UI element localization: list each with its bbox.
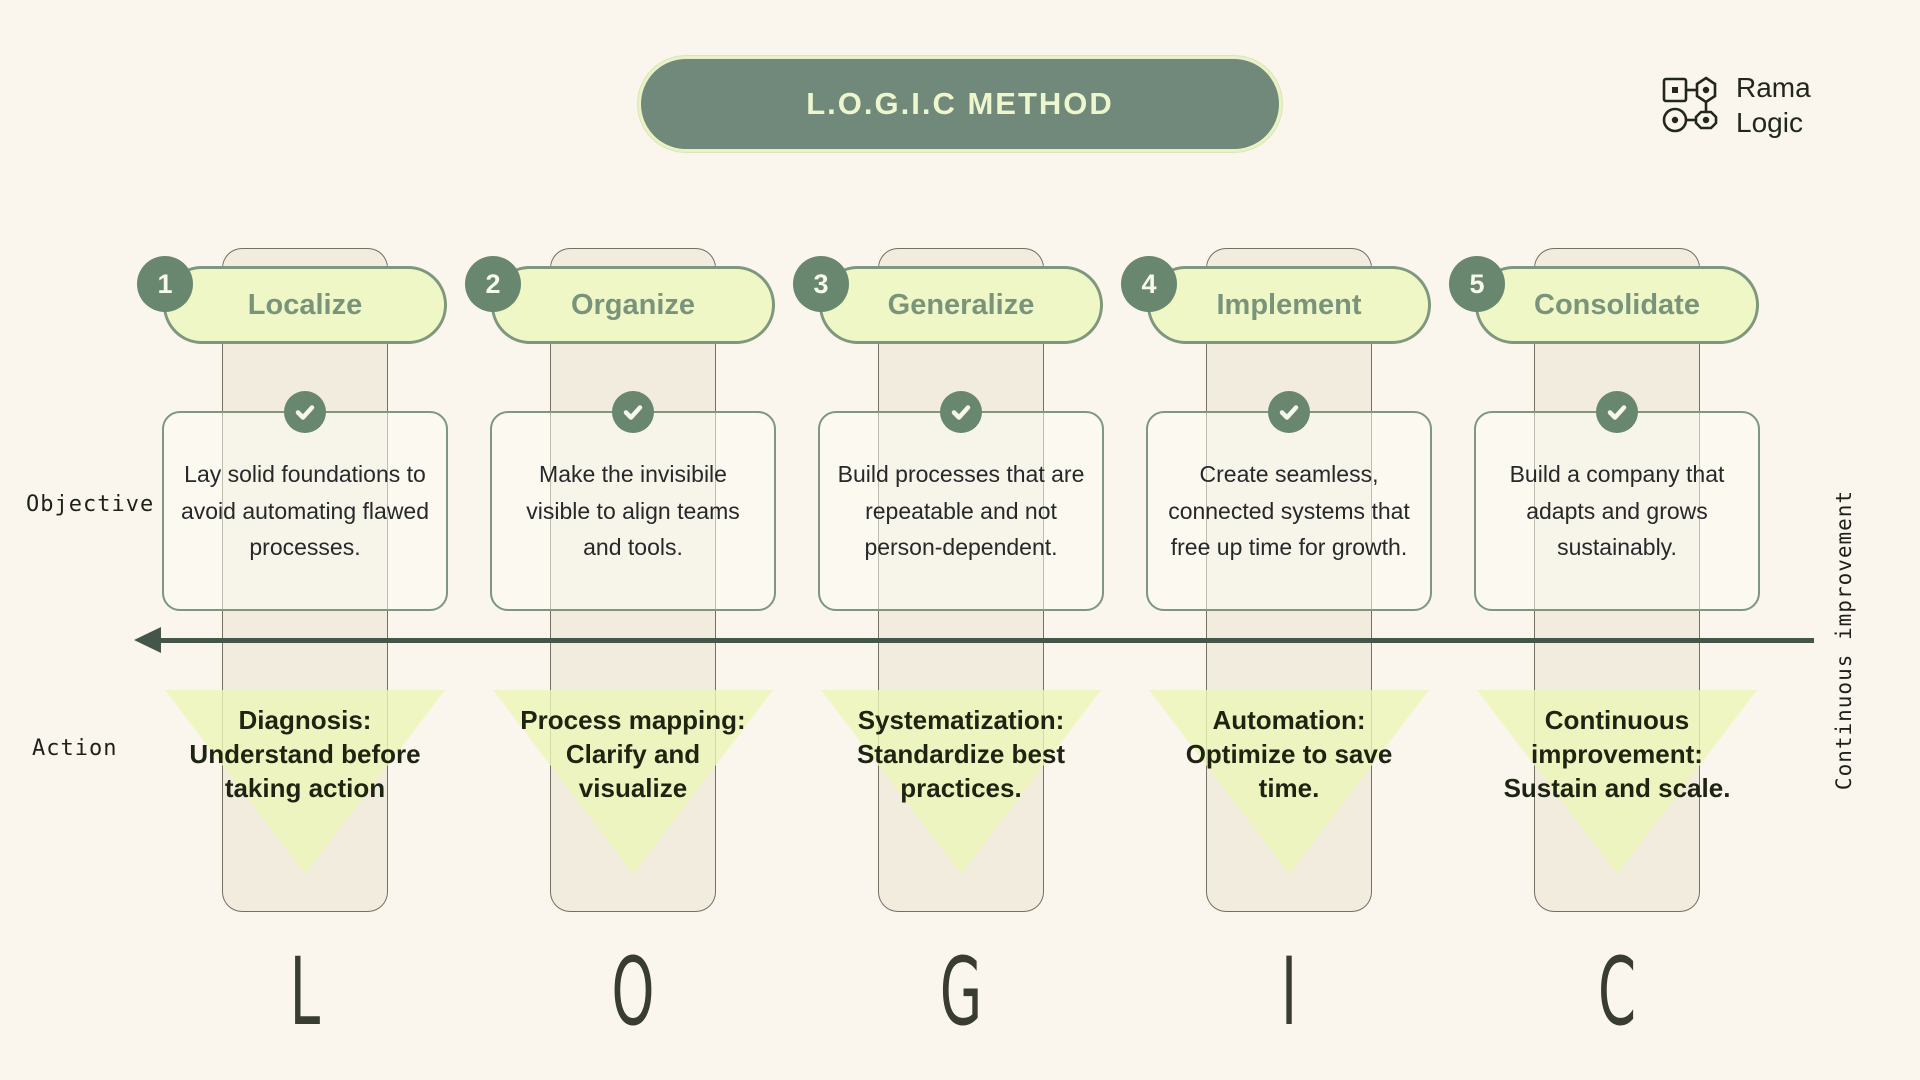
action-text: Continuous improvement: Sustain and scal…	[1503, 705, 1731, 803]
check-icon	[1596, 391, 1638, 433]
step-number-badge: 5	[1449, 256, 1505, 312]
step-name-pill: Generalize	[819, 266, 1103, 344]
brand-logo: Rama Logic	[1660, 70, 1811, 140]
action-text: Diagnosis: Understand before taking acti…	[189, 705, 421, 803]
check-icon	[1268, 391, 1310, 433]
step-name: Generalize	[887, 288, 1035, 321]
step-name-pill: Localize	[163, 266, 447, 344]
objective-row-label: Objective	[26, 492, 155, 517]
step-name: Implement	[1216, 288, 1362, 321]
action-row-label: Action	[32, 736, 118, 761]
column-letter: O	[611, 938, 655, 1047]
method-column-localize: Localize 1 Lay solid foundations to avoi…	[137, 248, 469, 1048]
step-name-pill: Organize	[491, 266, 775, 344]
action-text: Process mapping: Clarify and visualize	[520, 705, 746, 803]
column-letter: I	[1280, 938, 1298, 1047]
step-name: Localize	[247, 288, 363, 321]
method-column-implement: Implement 4 Create seamless, connected s…	[1121, 248, 1453, 1048]
check-icon	[612, 391, 654, 433]
objective-card: Build a company that adapts and grows su…	[1474, 411, 1760, 611]
check-icon	[940, 391, 982, 433]
brand-line2: Logic	[1736, 107, 1803, 138]
timeline-arrow-line	[158, 638, 1814, 643]
step-name-pill: Implement	[1147, 266, 1431, 344]
column-letter: C	[1597, 938, 1637, 1047]
method-column-consolidate: Consolidate 5 Build a company that adapt…	[1449, 248, 1781, 1048]
objective-card: Lay solid foundations to avoid automatin…	[162, 411, 448, 611]
action-text: Automation: Optimize to save time.	[1185, 705, 1393, 803]
action-text: Systematization: Standardize best practi…	[856, 705, 1066, 803]
step-number-badge: 3	[793, 256, 849, 312]
brand-line1: Rama	[1736, 72, 1811, 103]
objective-card: Create seamless, connected systems that …	[1146, 411, 1432, 611]
title-pill: L.O.G.I.C METHOD	[638, 56, 1282, 152]
step-number-badge: 2	[465, 256, 521, 312]
check-icon	[284, 391, 326, 433]
step-name: Organize	[570, 288, 696, 321]
column-letter: L	[289, 938, 321, 1047]
step-number-badge: 1	[137, 256, 193, 312]
objective-card: Build processes that are repeatable and …	[818, 411, 1104, 611]
method-column-organize: Organize 2 Make the invisibile visible t…	[465, 248, 797, 1048]
timeline-arrow-head-icon	[134, 627, 161, 653]
objective-text: Make the invisibile visible to align tea…	[526, 460, 740, 561]
objective-text: Lay solid foundations to avoid automatin…	[180, 460, 430, 561]
continuous-improvement-label: Continuous improvement	[1832, 489, 1856, 791]
objective-text: Build a company that adapts and grows su…	[1509, 460, 1725, 561]
objective-card: Make the invisibile visible to align tea…	[490, 411, 776, 611]
column-letter: G	[939, 938, 983, 1047]
method-column-generalize: Generalize 3 Build processes that are re…	[793, 248, 1125, 1048]
step-name: Consolidate	[1534, 288, 1700, 321]
step-name-pill: Consolidate	[1475, 266, 1759, 344]
objective-text: Create seamless, connected systems that …	[1168, 460, 1410, 561]
rama-logic-logo-icon	[1660, 73, 1724, 137]
brand-name: Rama Logic	[1736, 70, 1811, 140]
step-number-badge: 4	[1121, 256, 1177, 312]
page-title: L.O.G.I.C METHOD	[806, 86, 1114, 121]
objective-text: Build processes that are repeatable and …	[837, 460, 1085, 561]
